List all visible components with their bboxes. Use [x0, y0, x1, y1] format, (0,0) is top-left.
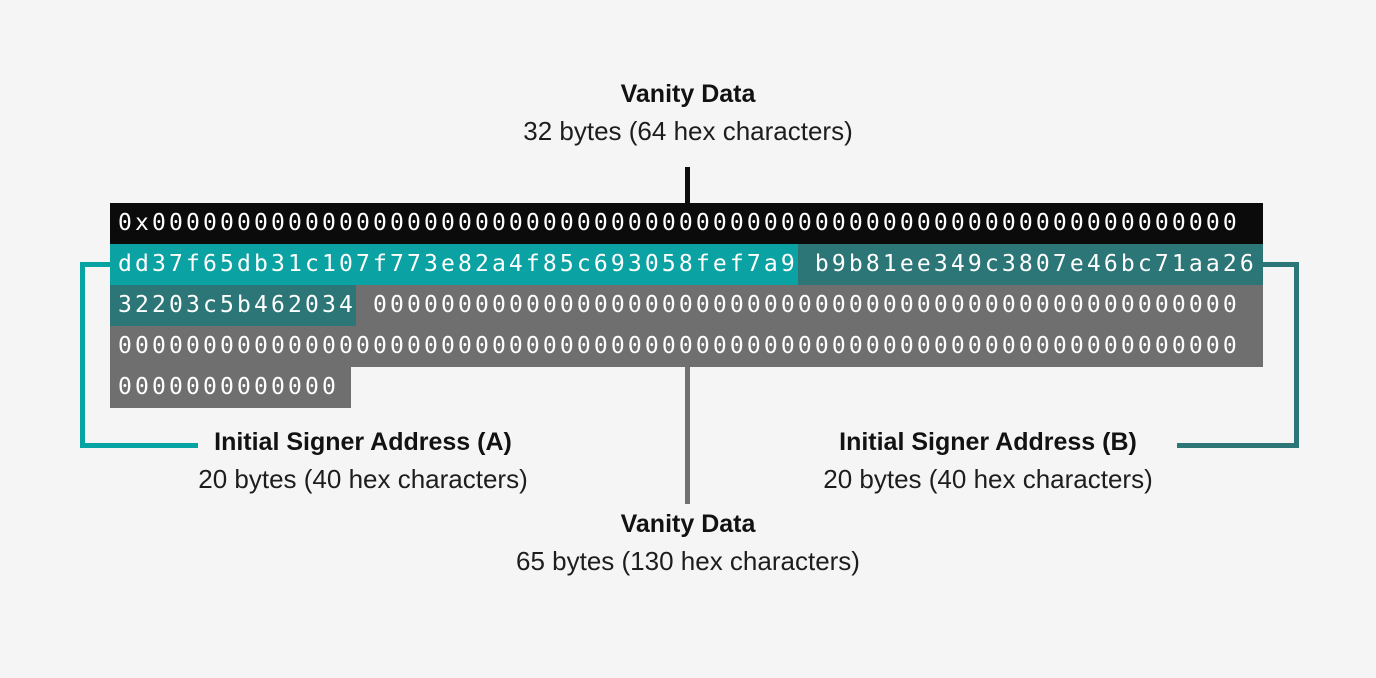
bracket-b-vertical-line — [1294, 262, 1299, 448]
bracket-b-bottom-line — [1177, 443, 1299, 448]
bottom-connector-line — [685, 367, 690, 504]
hex-row: dd37f65db31c107f773e82a4f85c693058fef7a9… — [110, 244, 1263, 285]
signer-a-label: Initial Signer Address (A) 20 bytes (40 … — [113, 426, 613, 499]
top-vanity-label: Vanity Data 32 bytes (64 hex characters) — [438, 78, 938, 151]
bracket-a-bottom-line — [80, 443, 198, 448]
hex-segment-signer-b: b9b81ee349c3807e46bc71aa26 — [797, 244, 1263, 285]
hex-row: 0000000000000 — [110, 367, 1263, 408]
signer-a-subtitle: 20 bytes (40 hex characters) — [198, 464, 528, 494]
hex-segment-signer-a: dd37f65db31c107f773e82a4f85c693058fef7a9 — [110, 244, 798, 285]
bracket-a-top-line — [80, 262, 112, 267]
signer-a-title: Initial Signer Address (A) — [214, 428, 512, 456]
bottom-vanity-label: Vanity Data 65 bytes (130 hex characters… — [438, 508, 938, 581]
top-vanity-subtitle: 32 bytes (64 hex characters) — [523, 116, 853, 146]
hex-rows: 0x00000000000000000000000000000000000000… — [110, 203, 1263, 408]
hex-row: 32203c5b462034 0000000000000000000000000… — [110, 285, 1263, 326]
hex-segment-vanity-zeros: 0000000000000000000000000000000000000000… — [110, 326, 1263, 367]
bracket-b-top-line — [1262, 262, 1299, 267]
bottom-vanity-subtitle: 65 bytes (130 hex characters) — [516, 546, 860, 576]
hex-row: 0000000000000000000000000000000000000000… — [110, 326, 1263, 367]
hex-segment-vanity-zeros: 0000000000000 — [110, 367, 351, 408]
hex-segment-signer-b: 32203c5b462034 — [110, 285, 356, 326]
bottom-vanity-title: Vanity Data — [620, 510, 756, 538]
hex-row: 0x00000000000000000000000000000000000000… — [110, 203, 1263, 244]
bracket-a-vertical-line — [80, 262, 85, 448]
top-connector-line — [685, 167, 690, 203]
signer-b-label: Initial Signer Address (B) 20 bytes (40 … — [738, 426, 1238, 499]
hex-segment-vanity-prefix: 0x00000000000000000000000000000000000000… — [110, 203, 1263, 244]
hex-segment-vanity-zeros: 0000000000000000000000000000000000000000… — [355, 285, 1263, 326]
signer-b-title: Initial Signer Address (B) — [839, 428, 1137, 456]
signer-b-subtitle: 20 bytes (40 hex characters) — [823, 464, 1153, 494]
top-vanity-title: Vanity Data — [620, 80, 756, 108]
